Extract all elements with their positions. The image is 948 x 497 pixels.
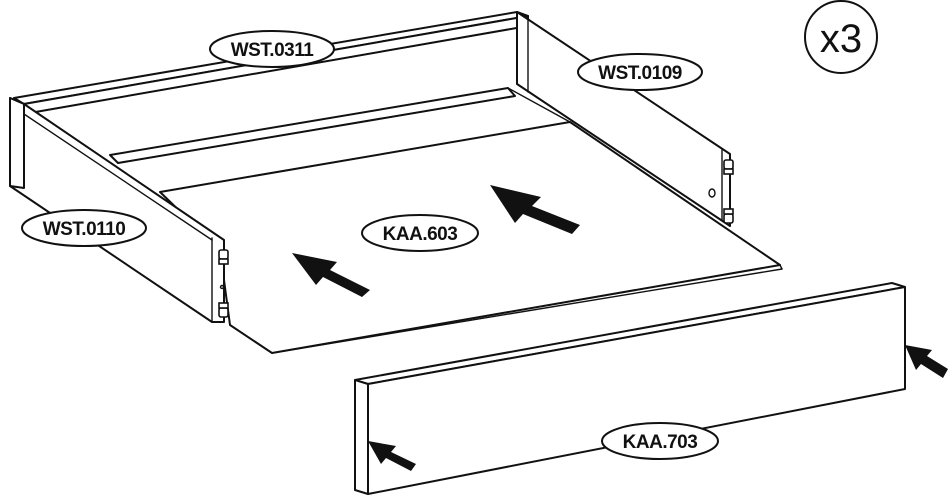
front-panel [354, 282, 906, 495]
dowel-right-bottom [723, 208, 734, 224]
left-side-panel [9, 97, 229, 323]
quantity-label: x3 [820, 17, 862, 61]
push-arrow-icon [292, 253, 370, 297]
part-code-right-side: WST.0109 [598, 63, 682, 84]
dowel-left-top [218, 249, 229, 265]
part-code-front-panel: KAA.703 [623, 432, 698, 453]
right-side-panel [516, 11, 734, 227]
push-arrow-icon [368, 441, 416, 471]
dowel-right-top [723, 159, 734, 175]
quantity-badge: x3 [804, 0, 878, 74]
dowel-left-bottom [218, 302, 229, 318]
push-arrow-icon [490, 185, 580, 234]
part-code-bottom-panel: KAA.603 [383, 224, 458, 245]
label-left-side: WST.0110 [21, 209, 147, 247]
label-front-panel: KAA.703 [601, 422, 719, 460]
label-right-side: WST.0109 [577, 53, 703, 91]
part-code-left-side: WST.0110 [43, 219, 126, 240]
label-back-panel: WST.0311 [209, 30, 335, 68]
push-arrow-icon [905, 345, 948, 378]
label-bottom-panel: KAA.603 [361, 214, 479, 252]
part-code-back-panel: WST.0311 [231, 40, 315, 61]
